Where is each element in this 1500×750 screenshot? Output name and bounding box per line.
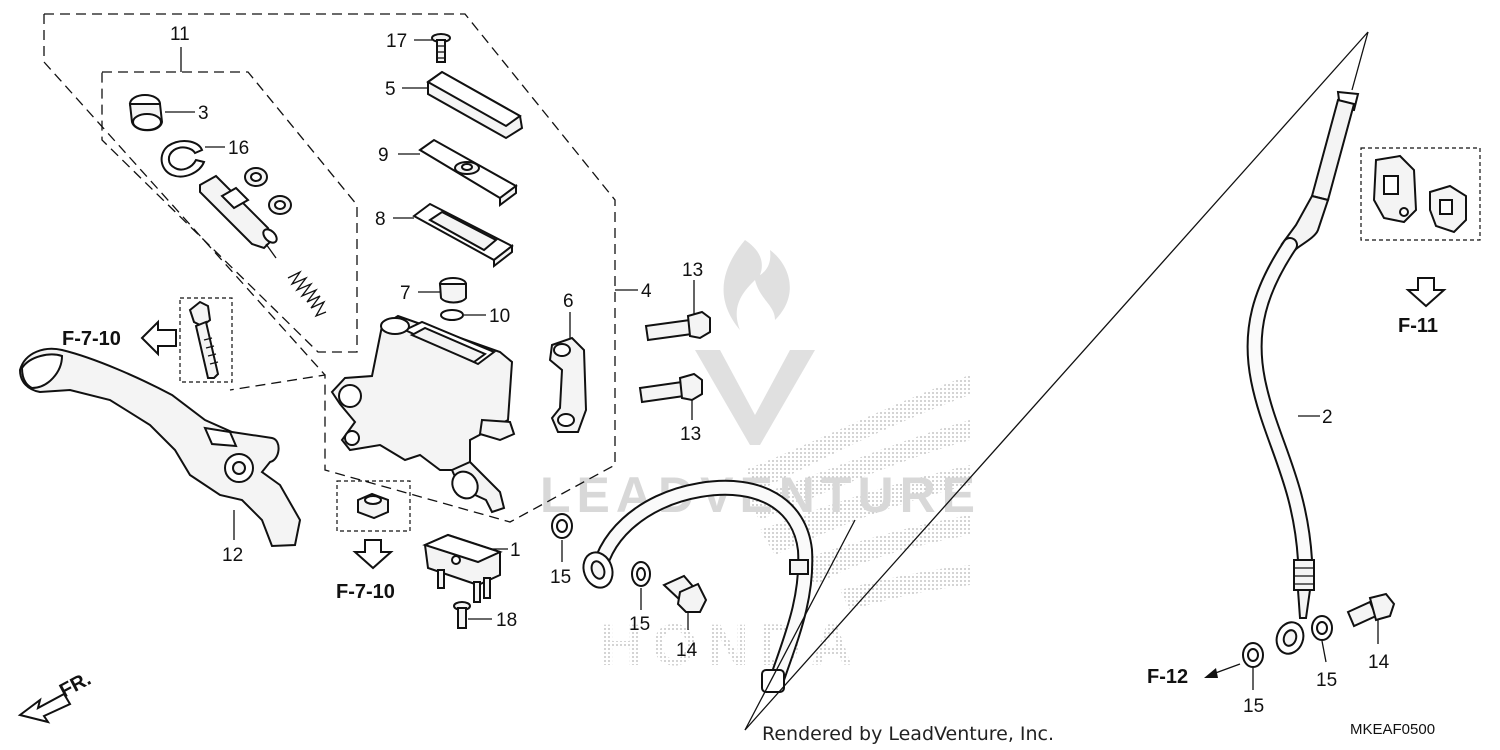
- callout-9: 9: [378, 145, 389, 166]
- holder-bolt-lower: [638, 372, 703, 404]
- nut-box: [336, 480, 411, 532]
- callout-18: 18: [496, 610, 517, 631]
- callout-12: 12: [222, 545, 243, 566]
- piston-boot: [128, 94, 164, 132]
- assembly-outline: [44, 13, 616, 523]
- banjo-bolt-b: [1346, 592, 1396, 628]
- diaphragm-plate: [418, 138, 518, 207]
- callout-7: 7: [400, 283, 411, 304]
- sealing-washer-c-hole: [1247, 648, 1259, 662]
- diagram-code: MKEAF0500: [1350, 721, 1435, 738]
- leadventure-logo-watermark: [695, 240, 815, 445]
- leader-15-d: [1321, 640, 1327, 663]
- sealing-washer-a-hole: [556, 519, 568, 533]
- diaphragm: [412, 202, 514, 269]
- callout-1: 1: [510, 540, 521, 561]
- assembly-outline-left: [43, 14, 326, 376]
- master-cylinder-body: [330, 314, 516, 514]
- callout-14-b: 14: [1368, 652, 1390, 673]
- ref-f-7-10-top: F-7-10: [62, 328, 121, 350]
- callout-14-a: 14: [676, 640, 698, 661]
- circlip: [160, 140, 206, 178]
- callout-11: 11: [170, 24, 190, 45]
- banjo-bolt-a: [662, 574, 708, 613]
- callout-5: 5: [385, 79, 396, 100]
- callout-13-lower: 13: [680, 424, 701, 445]
- ref-f-11-arrow: [1405, 277, 1447, 308]
- piston-cups: [244, 167, 292, 215]
- ref-f-12: F-12: [1147, 666, 1188, 688]
- brake-light-switch: [422, 533, 503, 603]
- pivot-bolt-box: [179, 297, 233, 383]
- render-credit: Rendered by LeadVenture, Inc.: [762, 723, 1054, 745]
- callout-4: 4: [641, 281, 652, 302]
- brake-lever: [18, 347, 302, 548]
- hose-clamp-left: [1372, 154, 1418, 224]
- callout-15-b: 15: [629, 614, 650, 635]
- callout-2: 2: [1322, 407, 1333, 428]
- brake-hose-lower: [1246, 90, 1360, 655]
- holder-bolt-upper: [644, 310, 711, 342]
- hose-banjo-upper: [582, 551, 614, 589]
- brake-hose-upper: [592, 481, 812, 691]
- front-direction-arrow: [17, 692, 72, 724]
- sealing-washer-d-hole: [1316, 621, 1328, 635]
- ref-arrow-down: [352, 539, 394, 570]
- snap-ring: [440, 309, 464, 321]
- sealing-washer-b-hole: [636, 567, 646, 581]
- switch-nut: [357, 492, 389, 520]
- callout-8: 8: [375, 209, 386, 230]
- piston: [199, 174, 278, 259]
- hose-clamp-right: [1429, 184, 1467, 234]
- callout-15-c: 15: [1243, 696, 1264, 717]
- callout-6: 6: [563, 291, 574, 312]
- callout-3: 3: [198, 103, 209, 124]
- return-spring: [287, 270, 327, 318]
- hose-clamp-box: [1360, 147, 1481, 241]
- hose-clamp-mark: [789, 559, 809, 575]
- switch-screw: [453, 601, 471, 629]
- hose-end-fitting: [761, 669, 785, 693]
- reservoir-cap: [426, 70, 524, 140]
- float: [438, 277, 467, 304]
- ref-f-12-arrow-head: [1204, 668, 1218, 678]
- master-cylinder-holder: [548, 336, 588, 433]
- leader-diagonal-long: [744, 31, 1369, 731]
- honda-wordmark: HONDA: [600, 613, 863, 678]
- pivot-bolt: [188, 300, 220, 379]
- ref-arrow-left: [140, 319, 177, 357]
- callout-15-a: 15: [550, 567, 571, 588]
- callout-13-upper: 13: [682, 260, 703, 281]
- ref-f-11: F-11: [1398, 315, 1438, 337]
- callout-15-d: 15: [1316, 670, 1337, 691]
- honda-wing-watermark: [745, 375, 970, 610]
- leader-diagonal-link: [744, 519, 856, 731]
- callout-10: 10: [489, 306, 510, 327]
- callout-17: 17: [386, 31, 407, 52]
- callout-16: 16: [228, 138, 249, 159]
- leader-diagonal-short: [1351, 31, 1369, 91]
- ref-f-7-10-bottom: F-7-10: [336, 581, 395, 603]
- reservoir-screw: [431, 33, 451, 63]
- piston-kit-outline: [101, 71, 358, 353]
